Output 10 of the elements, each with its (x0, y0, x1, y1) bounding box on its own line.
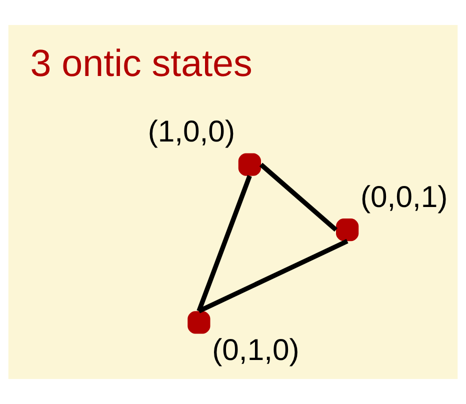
node-label: (0,1,0) (212, 334, 300, 367)
connector (196, 175, 252, 312)
node-circle (336, 218, 359, 242)
node-label: (0,0,1) (360, 180, 448, 214)
connector (198, 239, 348, 314)
connector (259, 162, 338, 232)
node-label: (1,0,0) (148, 116, 236, 149)
node-circle (238, 153, 261, 176)
label: 3 ontic states (30, 42, 252, 84)
node-circle (188, 311, 210, 334)
